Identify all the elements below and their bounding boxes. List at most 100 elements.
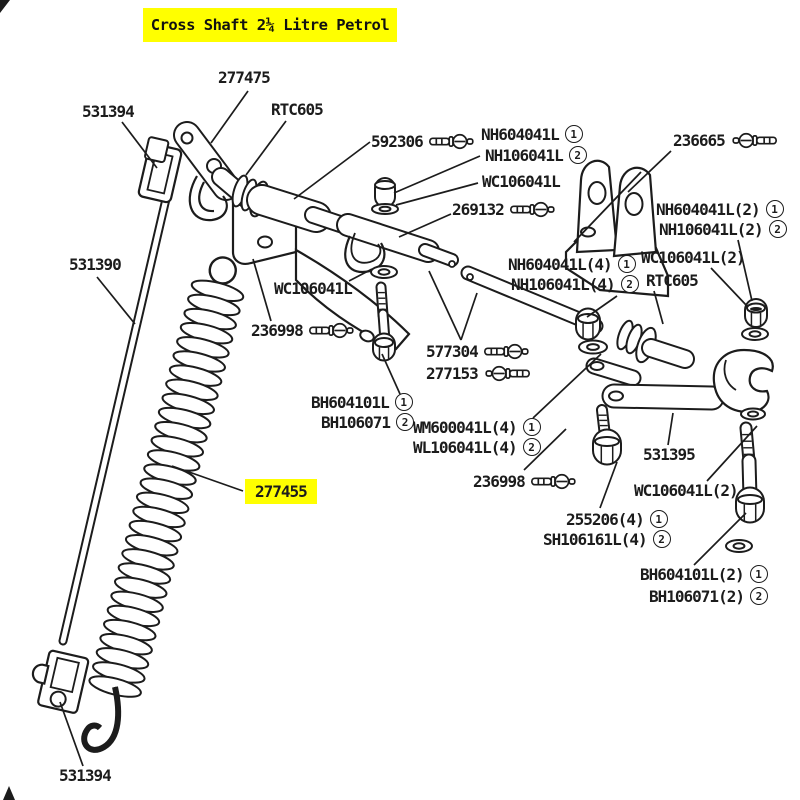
- quantity-badge: 2: [749, 587, 768, 605]
- part-label-592306[interactable]: 592306: [371, 133, 476, 150]
- part-number-text: 236998: [251, 321, 304, 340]
- part-number-text: 236998: [473, 472, 526, 491]
- part-label-wc106041l[interactable]: WC106041L: [482, 172, 561, 191]
- part-number-text: NH106041L(4): [511, 274, 616, 294]
- part-label-277153[interactable]: 277153: [426, 365, 531, 382]
- part-label-bh106071(2)[interactable]: BH106071(2)2: [649, 587, 768, 605]
- bolt-icon: [483, 343, 529, 360]
- part-label-269132[interactable]: 269132: [452, 201, 557, 218]
- rod-531390-drawing: [58, 194, 171, 646]
- part-number-text: WC106041L(2): [634, 481, 739, 500]
- part-label-wc106041l[interactable]: WC106041L: [274, 279, 353, 298]
- quantity-badge: 1: [522, 418, 541, 436]
- part-label-rtc605[interactable]: RTC605: [646, 271, 699, 290]
- corner-marks: [0, 0, 15, 800]
- part-number-text: 269132: [452, 200, 505, 219]
- part-number-text: NH604041L(2): [656, 199, 761, 219]
- spring-277455-drawing: [81, 256, 245, 753]
- part-label-236998[interactable]: 236998: [251, 322, 356, 339]
- bolt-icon: [428, 133, 474, 150]
- part-label-nh106041l(4)[interactable]: NH106041L(4)2: [511, 275, 639, 293]
- part-label-277475[interactable]: 277475: [218, 68, 271, 87]
- part-label-nh604041l(4)[interactable]: NH604041L(4)1: [508, 255, 636, 273]
- part-number-text: RTC605: [271, 100, 324, 119]
- part-label-wl106041l(4)[interactable]: WL106041L(4)2: [413, 438, 541, 456]
- clevis-bottom-531394-drawing: [31, 649, 90, 714]
- leader-lines: [59, 90, 758, 767]
- part-number-text: 577304: [426, 342, 479, 361]
- quantity-badge: 1: [564, 125, 583, 143]
- part-label-255206(4)[interactable]: 255206(4)1: [566, 510, 668, 528]
- part-number-text: NH604041L(4): [508, 254, 613, 274]
- part-label-nh106041l(2)[interactable]: NH106041L(2)2: [659, 220, 787, 238]
- part-label-531395[interactable]: 531395: [643, 445, 696, 464]
- quantity-badge: 1: [394, 393, 413, 411]
- part-label-bh604101l(2)[interactable]: BH604101L(2)1: [640, 565, 768, 583]
- part-label-531394[interactable]: 531394: [59, 766, 112, 785]
- diagram-title: Cross Shaft 2¼ Litre Petrol: [143, 8, 397, 42]
- cross-shaft-right-drawing: [460, 265, 695, 387]
- part-number-text: BH604101L(2): [640, 564, 745, 584]
- part-label-531394[interactable]: 531394: [82, 102, 135, 121]
- quantity-badge: 2: [652, 530, 671, 548]
- bolt-icon: [732, 132, 777, 149]
- part-number-text: 531394: [59, 766, 112, 785]
- part-number-text: RTC605: [646, 271, 699, 290]
- part-number-text: 277475: [218, 68, 271, 87]
- part-number-text: BH106071(2): [649, 586, 745, 606]
- part-label-277455[interactable]: 277455: [245, 479, 317, 504]
- part-number-text: 277455: [255, 482, 308, 501]
- part-label-wm600041l(4)[interactable]: WM600041L(4)1: [413, 418, 541, 436]
- quantity-badge: 1: [649, 510, 668, 528]
- cross-shaft-left-drawing: [246, 177, 459, 362]
- quantity-badge: 2: [522, 438, 541, 456]
- quantity-badge: 1: [765, 200, 784, 218]
- part-number-text: WL106041L(4): [413, 437, 518, 457]
- quantity-badge: 1: [749, 565, 768, 583]
- part-label-531390[interactable]: 531390: [69, 255, 122, 274]
- part-number-text: 531395: [643, 445, 696, 464]
- bolt-icon: [509, 201, 555, 218]
- bolt-icon: [308, 322, 354, 339]
- lever-531395-drawing: [592, 348, 774, 466]
- part-label-236665[interactable]: 236665: [673, 132, 778, 149]
- part-label-rtc605[interactable]: RTC605: [271, 100, 324, 119]
- part-label-wc106041l(2)[interactable]: WC106041L(2): [634, 481, 739, 500]
- quantity-badge: 2: [768, 220, 787, 238]
- part-number-text: NH604041L: [481, 124, 560, 144]
- part-number-text: WC106041L: [274, 279, 353, 298]
- part-number-text: 236665: [673, 131, 726, 150]
- part-number-text: WC106041L(2): [641, 248, 746, 267]
- part-number-text: 255206(4): [566, 509, 645, 529]
- part-number-text: 592306: [371, 132, 424, 151]
- bolt-icon: [485, 365, 530, 382]
- part-number-text: NH106041L: [485, 145, 564, 165]
- part-number-text: SH106161L(4): [543, 529, 648, 549]
- quantity-badge: 1: [617, 255, 636, 273]
- part-number-text: 531390: [69, 255, 122, 274]
- part-number-text: 277153: [426, 364, 479, 383]
- quantity-badge: 2: [620, 275, 639, 293]
- part-label-577304[interactable]: 577304: [426, 343, 531, 360]
- part-label-nh604041l(2)[interactable]: NH604041L(2)1: [656, 200, 784, 218]
- fasteners-right-drawing: [725, 298, 769, 553]
- quantity-badge: 2: [396, 413, 415, 431]
- quantity-badge: 2: [568, 146, 587, 164]
- bracket-236665-drawing: [564, 159, 670, 298]
- part-label-236998[interactable]: 236998: [473, 473, 578, 490]
- part-number-text: WC106041L: [482, 172, 561, 191]
- part-label-sh106161l(4)[interactable]: SH106161L(4)2: [543, 530, 671, 548]
- part-number-text: NH106041L(2): [659, 219, 764, 239]
- bolt-icon: [530, 473, 576, 490]
- part-label-wc106041l(2)[interactable]: WC106041L(2): [641, 248, 746, 267]
- part-number-text: BH604101L: [311, 392, 390, 412]
- part-number-text: 531394: [82, 102, 135, 121]
- part-number-text: WM600041L(4): [413, 417, 518, 437]
